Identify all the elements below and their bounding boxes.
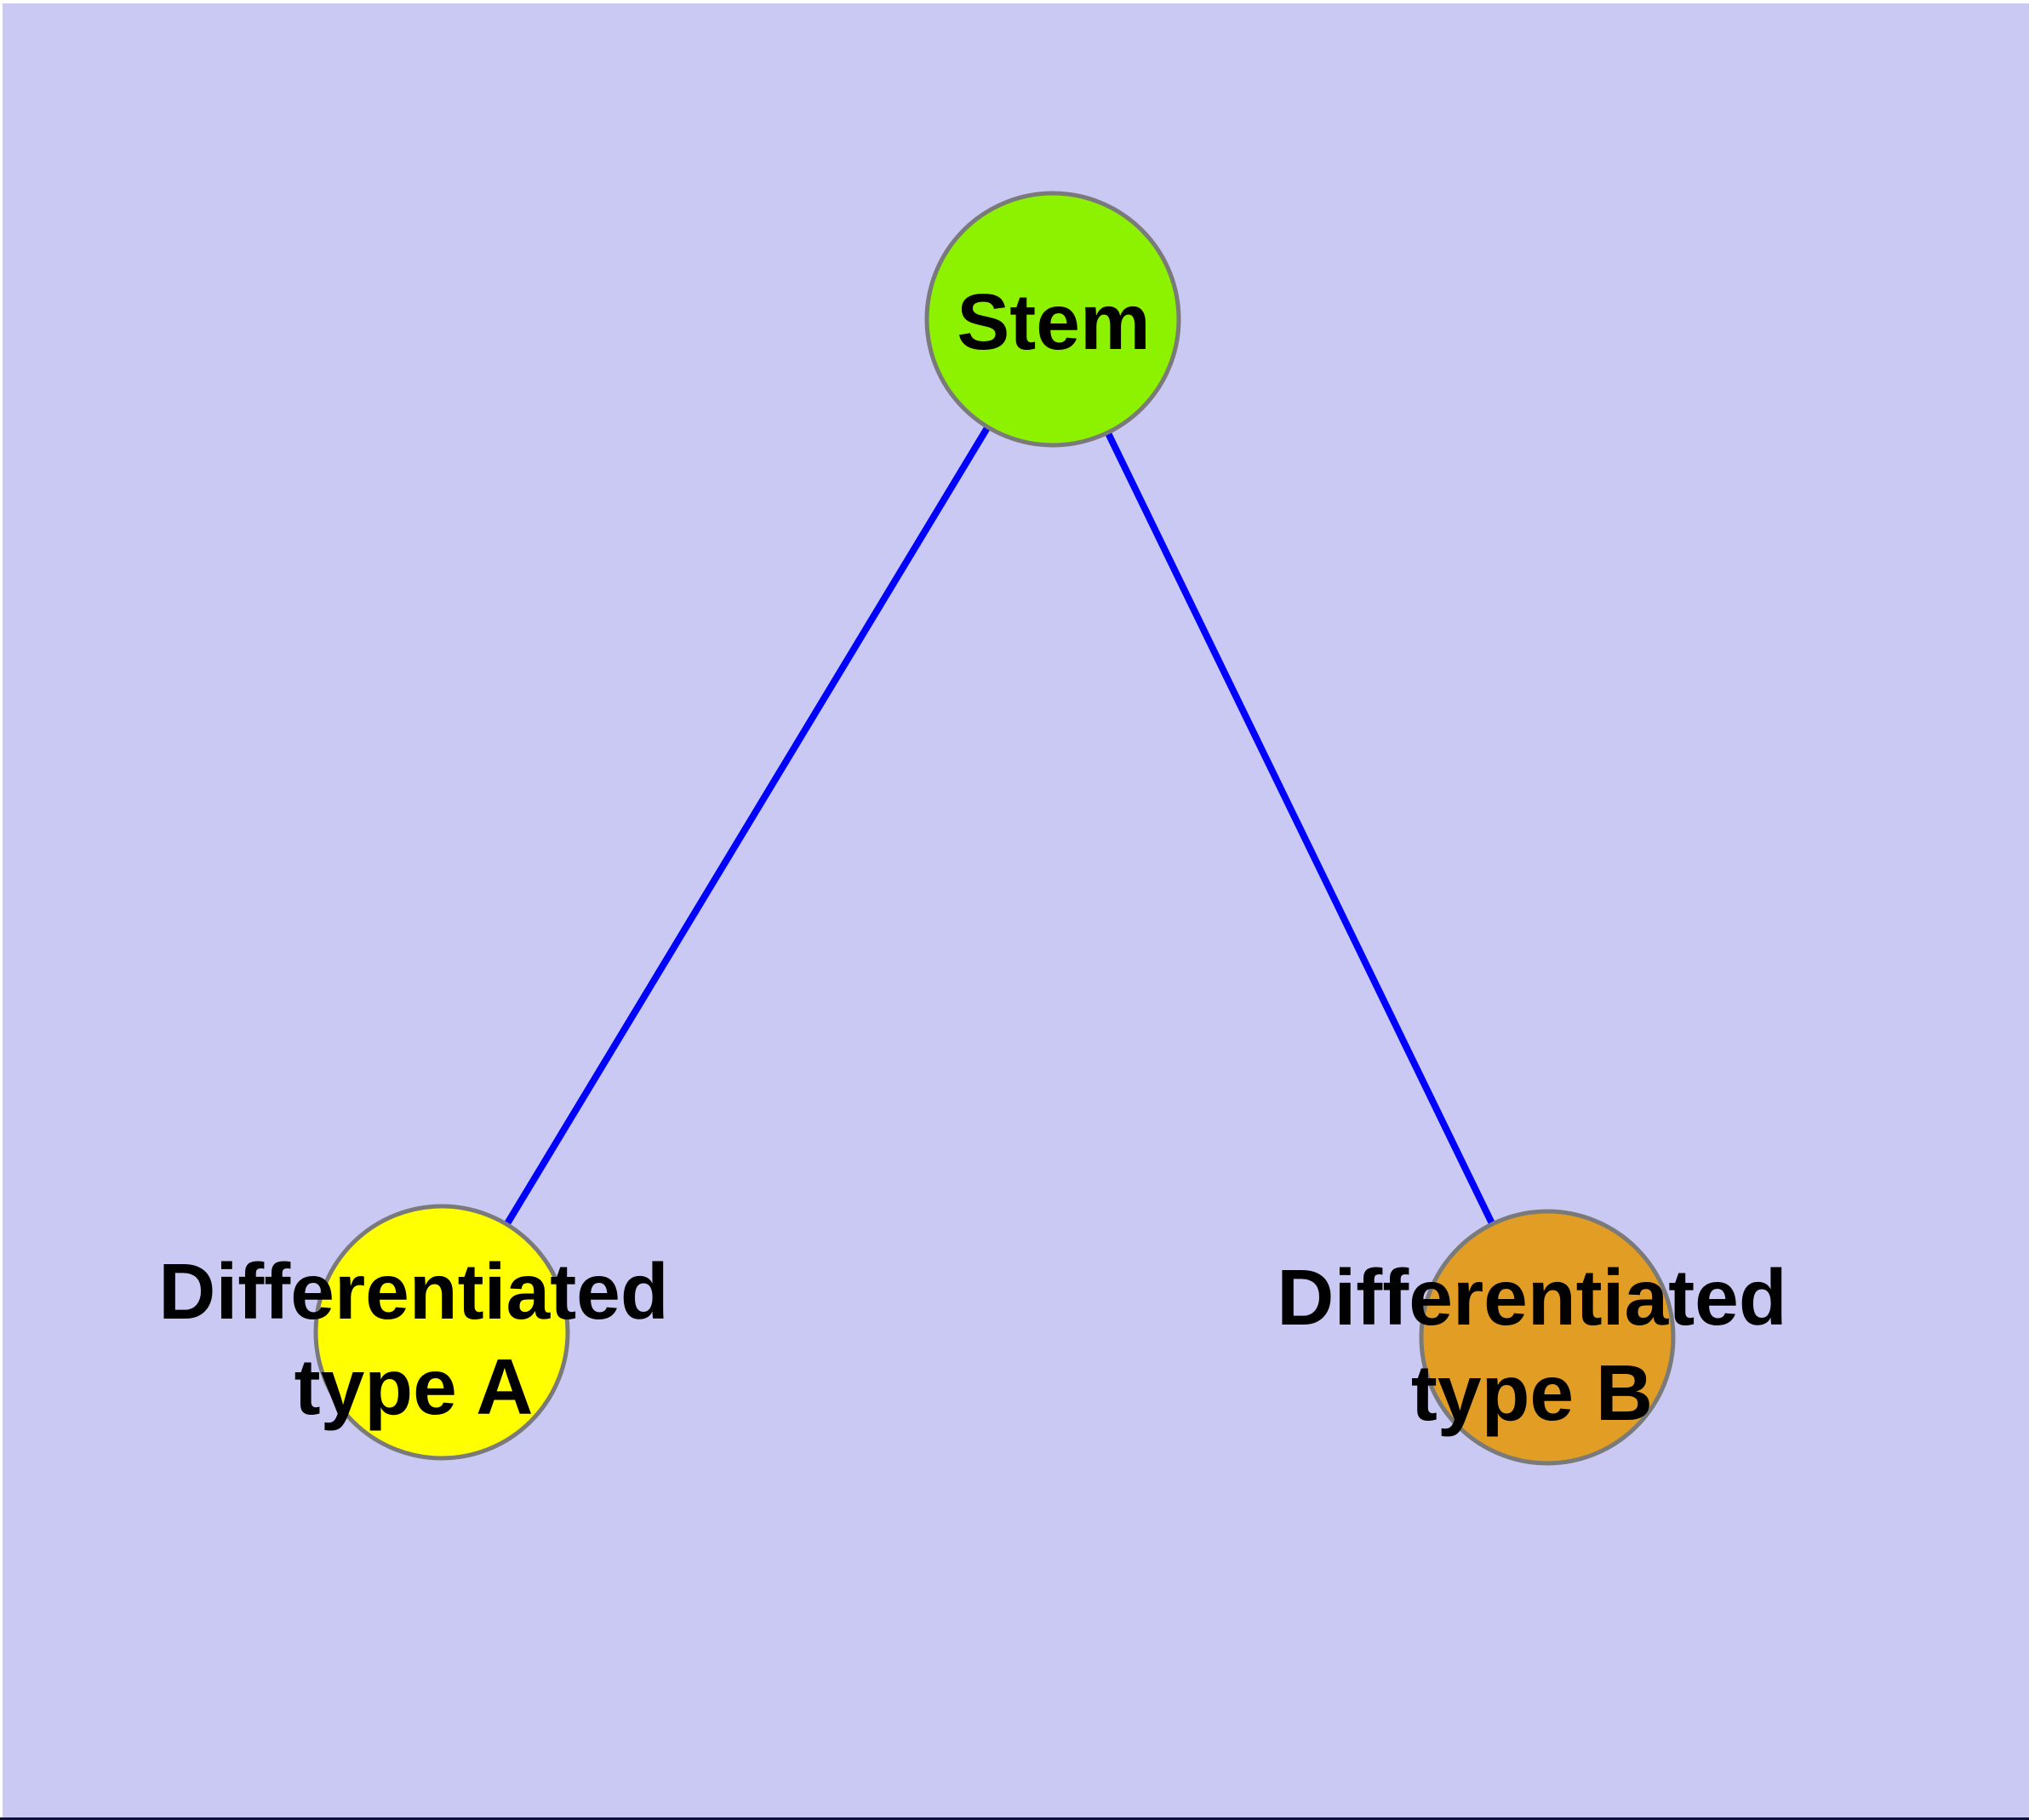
node-type-a-circle [313, 1204, 570, 1461]
frame-bottom-edge [0, 1817, 2029, 1820]
edge-stem-to-type-a [438, 317, 1056, 1335]
frame-left-edge [0, 0, 3, 1820]
node-type-b-label-line-2: type B [1411, 1348, 1653, 1437]
edge-stem-to-type-b [1049, 318, 1551, 1339]
node-type-b-circle [1419, 1209, 1676, 1466]
node-stem-circle [924, 191, 1181, 448]
node-type-a-label-line-2: type A [294, 1342, 534, 1431]
frame-top-edge [0, 0, 2029, 3]
node-type-a-label-line-1: Differentiated [158, 1247, 668, 1336]
node-stem-label: Stem [957, 278, 1150, 366]
node-type-b-label-line-1: Differentiated [1277, 1253, 1786, 1342]
